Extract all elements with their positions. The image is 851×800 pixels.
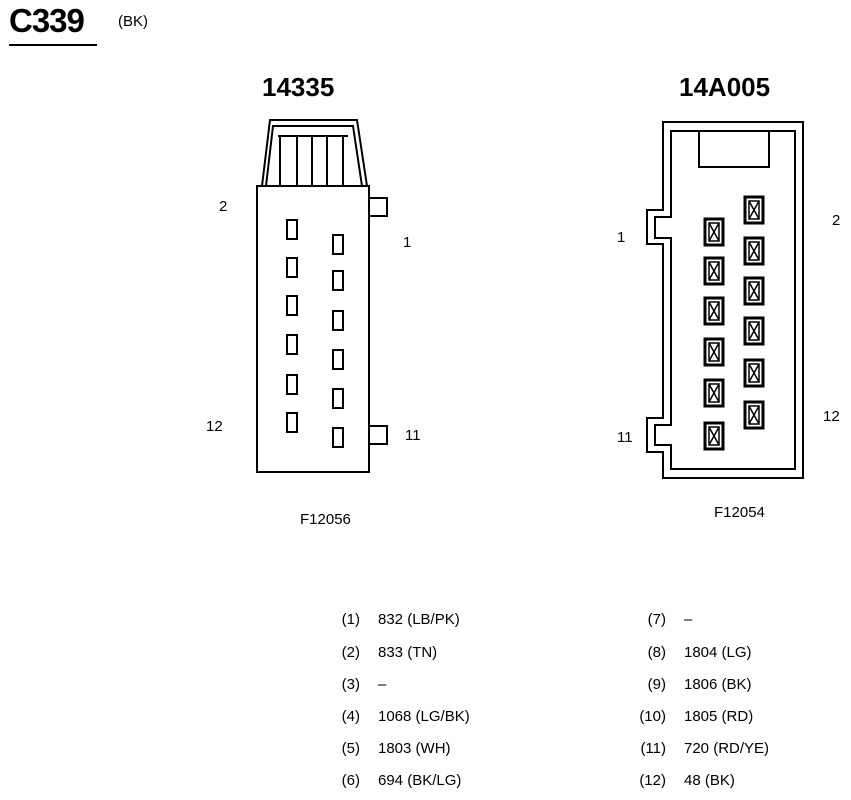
pin-circuit: 48 (BK) xyxy=(684,772,735,789)
pin-number: (11) xyxy=(640,740,666,757)
pin-number: (9) xyxy=(647,676,666,693)
left-pin-label-2: 2 xyxy=(219,198,228,215)
cavity-x-mark xyxy=(703,217,725,247)
left-connector-tab-top xyxy=(368,197,388,217)
cavity-x-mark xyxy=(743,400,765,430)
cavity-x-mark xyxy=(743,316,765,346)
right-pin-label-2: 2 xyxy=(832,212,841,229)
pin-number: (8) xyxy=(647,644,666,661)
pin-number: (7) xyxy=(647,611,666,628)
pin-circuit: 694 (BK/LG) xyxy=(378,772,462,789)
cavity-x-mark xyxy=(703,378,725,408)
pin-number: (4) xyxy=(341,708,360,725)
left-pin-label-12: 12 xyxy=(206,418,223,435)
right-connector-key xyxy=(698,130,770,168)
left-pin-label-11: 11 xyxy=(405,427,421,444)
cavity-x-mark xyxy=(743,276,765,306)
pin-circuit: 1068 (LG/BK) xyxy=(378,708,470,725)
pin-circuit: 1803 (WH) xyxy=(378,740,451,757)
pin-circuit: 1804 (LG) xyxy=(684,644,752,661)
cavity-x-mark xyxy=(743,236,765,266)
left-connector-drawing xyxy=(256,119,388,473)
pin-number: (3) xyxy=(341,676,360,693)
pin-number: (5) xyxy=(341,740,360,757)
pin-number: (10) xyxy=(639,708,666,725)
cavity-x-mark xyxy=(743,195,765,225)
right-pin-label-12: 12 xyxy=(823,408,840,425)
pin-circuit: 1806 (BK) xyxy=(684,676,752,693)
left-connector-tab-bottom xyxy=(368,425,388,445)
pin-circuit: 1805 (RD) xyxy=(684,708,754,725)
left-connector-body xyxy=(256,185,370,473)
pin-circuit: – xyxy=(684,611,693,628)
connector-diagrams xyxy=(256,119,804,479)
right-figure-ref: F12054 xyxy=(714,504,765,521)
right-connector-cavities xyxy=(703,195,765,451)
cavity-x-mark xyxy=(703,337,725,367)
left-connector-cavities xyxy=(286,219,344,448)
pin-circuit: 720 (RD/YE) xyxy=(684,740,770,757)
cavity-x-mark xyxy=(703,421,725,451)
pin-number: (2) xyxy=(341,644,360,661)
pin-number: (1) xyxy=(341,611,360,628)
left-connector-latch xyxy=(261,119,368,187)
connector-id: C339 xyxy=(9,2,85,39)
left-part-number: 14335 xyxy=(262,72,335,102)
right-connector-drawing xyxy=(646,121,804,479)
right-pin-label-11: 11 xyxy=(617,429,633,446)
pin-circuit: 832 (LB/PK) xyxy=(378,611,460,628)
left-figure-ref: F12056 xyxy=(300,511,351,528)
pin-number: (6) xyxy=(341,772,360,789)
title-underline xyxy=(9,44,97,46)
pin-circuit: – xyxy=(378,676,387,693)
right-part-number: 14A005 xyxy=(679,72,771,102)
connector-color: (BK) xyxy=(118,13,148,30)
right-connector-inner-outline xyxy=(654,130,796,470)
pin-number: (12) xyxy=(639,772,666,789)
cavity-x-mark xyxy=(703,296,725,326)
right-connector-outline xyxy=(646,121,804,479)
cavity-x-mark xyxy=(743,358,765,388)
cavity-x-mark xyxy=(703,256,725,286)
left-connector-latch-inner xyxy=(265,125,363,187)
left-pin-label-1: 1 xyxy=(403,234,412,251)
right-pin-label-1: 1 xyxy=(617,229,626,246)
pin-circuit: 833 (TN) xyxy=(378,644,438,661)
